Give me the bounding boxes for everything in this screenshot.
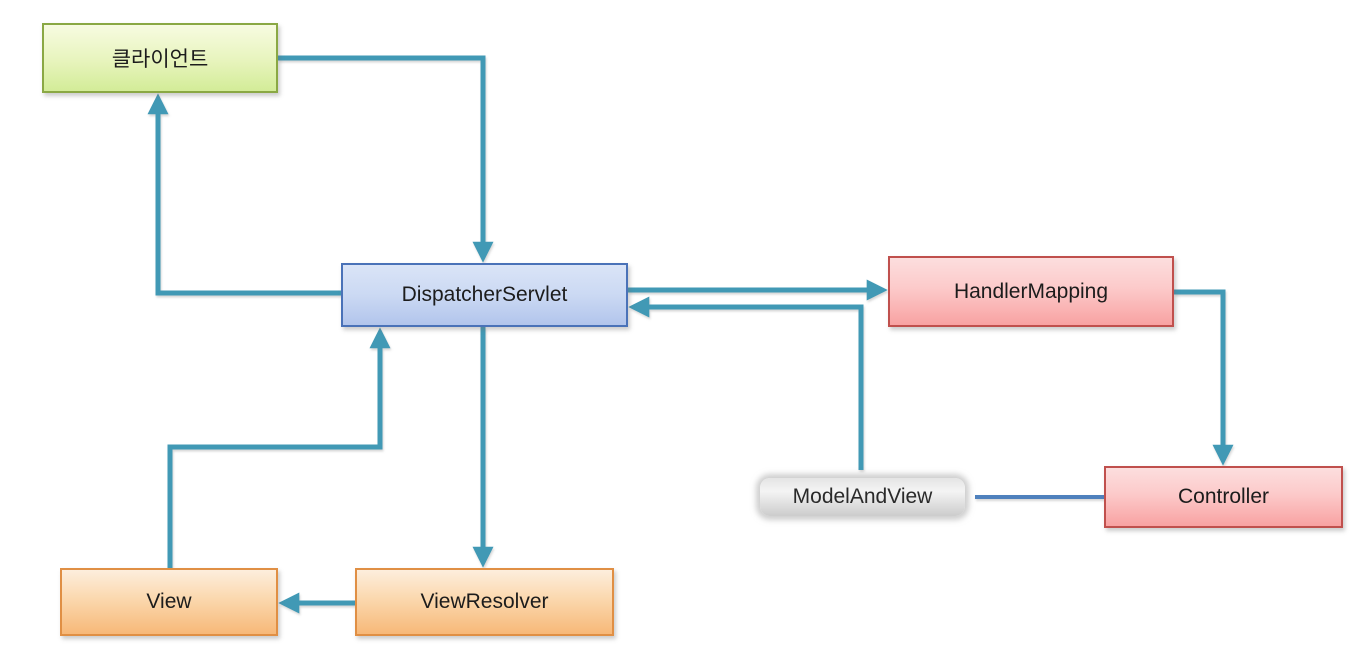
node-controller-label: Controller [1177,485,1270,508]
node-handler-mapping: HandlerMapping [888,256,1174,327]
edge-dispatcher-to-client [147,93,341,296]
edge-view-to-dispatcher [167,327,391,568]
node-dispatcher-servlet-label: DispatcherServlet [401,283,568,306]
node-dispatcher-servlet: DispatcherServlet [341,263,628,327]
edge-client-to-dispatcher [278,55,494,263]
node-model-and-view-label: ModelAndView [792,485,933,508]
node-client-label: 클라이언트 [111,48,209,71]
node-view-label: View [146,590,192,613]
node-controller: Controller [1104,466,1343,528]
node-view-resolver-label: ViewResolver [420,590,549,613]
node-handler-mapping-label: HandlerMapping [953,279,1109,303]
node-view: View [60,568,278,636]
node-client: 클라이언트 [42,23,278,93]
node-model-and-view: ModelAndView [760,478,965,516]
edge-handler-mapping-to-controller [1174,289,1234,466]
edge-model-and-view-to-dispatcher [628,296,864,470]
node-view-resolver: ViewResolver [355,568,614,636]
